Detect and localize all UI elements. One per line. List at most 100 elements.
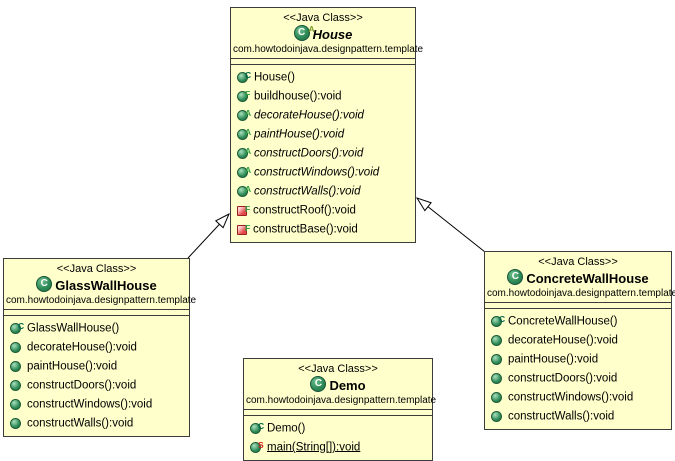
final-decorator: F	[245, 222, 251, 233]
class-name: GlassWallHouse	[55, 278, 157, 293]
public-method-icon: A	[237, 127, 251, 141]
stereotype-label: <<Java Class>>	[283, 12, 363, 24]
abstract-decorator: A	[245, 165, 252, 176]
method-label: constructWalls():void	[27, 417, 134, 430]
fields-compartment	[244, 410, 432, 416]
inheritance-arrow-concretewallhouse-to-house	[417, 198, 486, 253]
public-method-icon	[491, 411, 502, 423]
inheritance-arrow-glasswallhouse-to-house	[187, 214, 229, 259]
method-label: paintHouse():void	[254, 128, 345, 141]
method-row[interactable]: paintHouse():void	[10, 357, 189, 376]
public-method-icon: C	[10, 321, 24, 335]
public-method-icon: F	[237, 89, 250, 103]
class-icon: C	[507, 269, 524, 285]
public-method-icon	[10, 399, 21, 411]
method-label: buildhouse():void	[254, 90, 342, 103]
method-row[interactable]: paintHouse():void	[491, 350, 671, 369]
method-label: constructWindows():void	[254, 166, 380, 179]
method-label: constructWindows():void	[508, 391, 634, 404]
abstract-decorator: A	[245, 127, 252, 138]
public-method-icon: C	[250, 421, 264, 435]
method-label: ConcreteWallHouse()	[508, 315, 618, 328]
method-label: decorateHouse():void	[27, 341, 137, 354]
class-icon: C	[310, 376, 327, 392]
method-row[interactable]: constructWalls():void	[10, 414, 189, 433]
method-label: constructWindows():void	[27, 398, 153, 411]
abstract-decorator: A	[308, 24, 315, 34]
method-row[interactable]: constructDoors():void	[10, 376, 189, 395]
method-label: constructDoors():void	[27, 379, 137, 392]
method-label: GlassWallHouse()	[27, 322, 120, 335]
public-method-icon: C	[237, 70, 251, 84]
constructor-decorator: C	[18, 321, 25, 332]
public-method-icon: S	[250, 440, 264, 454]
method-row[interactable]: constructDoors():void	[491, 369, 671, 388]
method-label: Demo()	[267, 422, 306, 435]
final-decorator: F	[245, 203, 251, 214]
public-method-icon	[491, 373, 502, 385]
constructor-decorator: C	[499, 314, 506, 325]
public-method-icon: A	[237, 108, 251, 122]
method-label: main(String[]):void	[267, 441, 361, 454]
method-label: House()	[254, 71, 295, 84]
method-row[interactable]: constructWalls():void	[491, 407, 671, 426]
fields-compartment	[231, 59, 415, 65]
method-label: paintHouse():void	[27, 360, 118, 373]
public-method-icon: A	[237, 184, 251, 198]
public-method-icon	[491, 392, 502, 404]
abstract-decorator: A	[245, 108, 252, 119]
class-name: Demo	[329, 378, 366, 393]
abstract-decorator: A	[245, 146, 252, 157]
stereotype-label: <<Java Class>>	[56, 263, 137, 275]
package-name: com.howtodoinjava.designpattern.template	[246, 395, 437, 406]
public-method-icon	[491, 335, 502, 347]
class-name: ConcreteWallHouse	[526, 271, 649, 286]
method-label: constructWalls():void	[508, 410, 615, 423]
method-label: decorateHouse():void	[254, 109, 364, 122]
method-row[interactable]: constructWindows():void	[10, 395, 189, 414]
constructor-decorator: C	[258, 421, 265, 432]
public-method-icon	[10, 342, 21, 354]
stereotype-label: <<Java Class>>	[538, 256, 618, 268]
public-method-icon	[10, 361, 21, 373]
method-row[interactable]: constructWindows():void	[491, 388, 671, 407]
public-method-icon: C	[491, 314, 505, 328]
public-method-icon	[10, 418, 21, 430]
public-method-icon	[10, 380, 21, 392]
method-label: constructDoors():void	[508, 372, 618, 385]
method-row[interactable]: decorateHouse():void	[491, 331, 671, 350]
constructor-decorator: C	[245, 70, 252, 81]
fields-compartment	[4, 310, 189, 316]
public-method-icon: A	[237, 165, 251, 179]
method-row[interactable]: decorateHouse():void	[10, 338, 189, 357]
